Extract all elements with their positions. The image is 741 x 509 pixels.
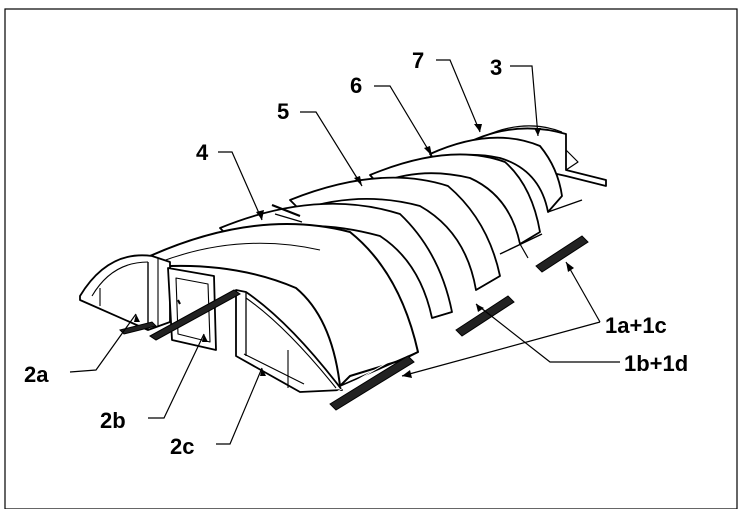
roof-segment-front bbox=[149, 203, 419, 387]
roof-segment-5 bbox=[289, 176, 501, 291]
door-2b bbox=[167, 267, 217, 351]
leader-1a1c-lower bbox=[401, 321, 601, 377]
callout-3: 3 bbox=[490, 55, 502, 80]
leader-4 bbox=[218, 151, 263, 221]
leader-1a1c-upper bbox=[565, 261, 601, 323]
leader-1b1d bbox=[475, 303, 620, 363]
rail-middle bbox=[455, 295, 515, 337]
figure-border bbox=[4, 8, 738, 509]
callout-5: 5 bbox=[277, 99, 289, 124]
leader-lines bbox=[69, 59, 620, 445]
callout-2c: 2c bbox=[170, 434, 194, 459]
callout-2b: 2b bbox=[100, 408, 126, 433]
rail-back bbox=[535, 235, 589, 273]
callout-6: 6 bbox=[350, 73, 362, 98]
roof-segment-6 bbox=[369, 153, 543, 259]
rail-front-right bbox=[329, 355, 415, 411]
callout-2a: 2a bbox=[24, 362, 49, 387]
callout-4: 4 bbox=[196, 140, 209, 165]
leader-3 bbox=[510, 65, 539, 137]
leader-2c bbox=[216, 367, 263, 445]
leader-2a bbox=[69, 313, 137, 373]
leader-5 bbox=[300, 111, 363, 187]
rail-front-left bbox=[149, 289, 241, 341]
leader-7 bbox=[436, 59, 481, 133]
callout-1b-1d: 1b+1d bbox=[624, 351, 688, 376]
rail-tracks bbox=[119, 235, 589, 411]
leader-arrowheads bbox=[134, 124, 574, 378]
end-wall-2a bbox=[79, 254, 171, 331]
leader-6 bbox=[374, 85, 433, 157]
callout-1a-1c: 1a+1c bbox=[605, 313, 667, 338]
callout-7: 7 bbox=[412, 48, 424, 73]
side-wall-2c bbox=[235, 289, 343, 393]
leader-2b bbox=[148, 333, 205, 419]
